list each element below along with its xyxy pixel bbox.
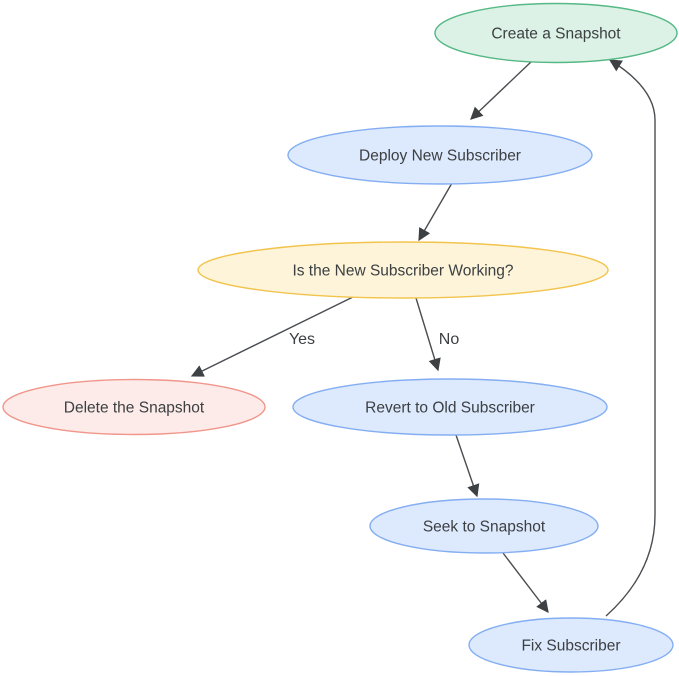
node-delete-the-snapshot-label: Delete the Snapshot (64, 400, 205, 417)
node-is-new-subscriber-working: Is the New Subscriber Working? (197, 241, 609, 299)
node-create-snapshot-label: Create a Snapshot (491, 26, 621, 43)
node-create-snapshot: Create a Snapshot (434, 2, 678, 64)
edge-working-to-revert-no (415, 297, 441, 372)
node-revert-to-old-subscriber-shape (292, 378, 608, 436)
node-fix-subscriber: Fix Subscriber (468, 617, 674, 673)
node-delete-the-snapshot: Delete the Snapshot (2, 378, 266, 436)
node-deploy-new-subscriber-shape (287, 125, 593, 185)
edge-label-no: No (439, 331, 460, 348)
node-deploy-new-subscriber-label: Deploy New Subscriber (359, 148, 521, 165)
node-revert-to-old-subscriber: Revert to Old Subscriber (292, 378, 608, 436)
edge-label-yes: Yes (289, 331, 315, 348)
edges: Yes No (190, 59, 656, 617)
node-fix-subscriber-shape (468, 617, 674, 673)
node-revert-to-old-subscriber-label: Revert to Old Subscriber (365, 400, 535, 417)
edge-revert-to-seek (455, 434, 480, 498)
node-is-new-subscriber-working-shape (197, 241, 609, 299)
edge-create-to-deploy (470, 60, 533, 120)
node-seek-to-snapshot: Seek to Snapshot (369, 498, 599, 554)
node-seek-to-snapshot-shape (369, 498, 599, 554)
node-fix-subscriber-label: Fix Subscriber (521, 638, 620, 655)
edge-fix-to-create-loop (605, 59, 656, 617)
node-delete-the-snapshot-shape (2, 378, 266, 436)
node-deploy-new-subscriber: Deploy New Subscriber (287, 125, 593, 185)
edge-seek-to-fix (502, 552, 549, 614)
node-create-snapshot-shape (434, 2, 678, 64)
node-seek-to-snapshot-label: Seek to Snapshot (423, 519, 546, 536)
node-is-new-subscriber-working-label: Is the New Subscriber Working? (292, 263, 513, 280)
edge-deploy-to-working (418, 182, 453, 242)
edge-working-to-delete-yes (190, 295, 356, 377)
